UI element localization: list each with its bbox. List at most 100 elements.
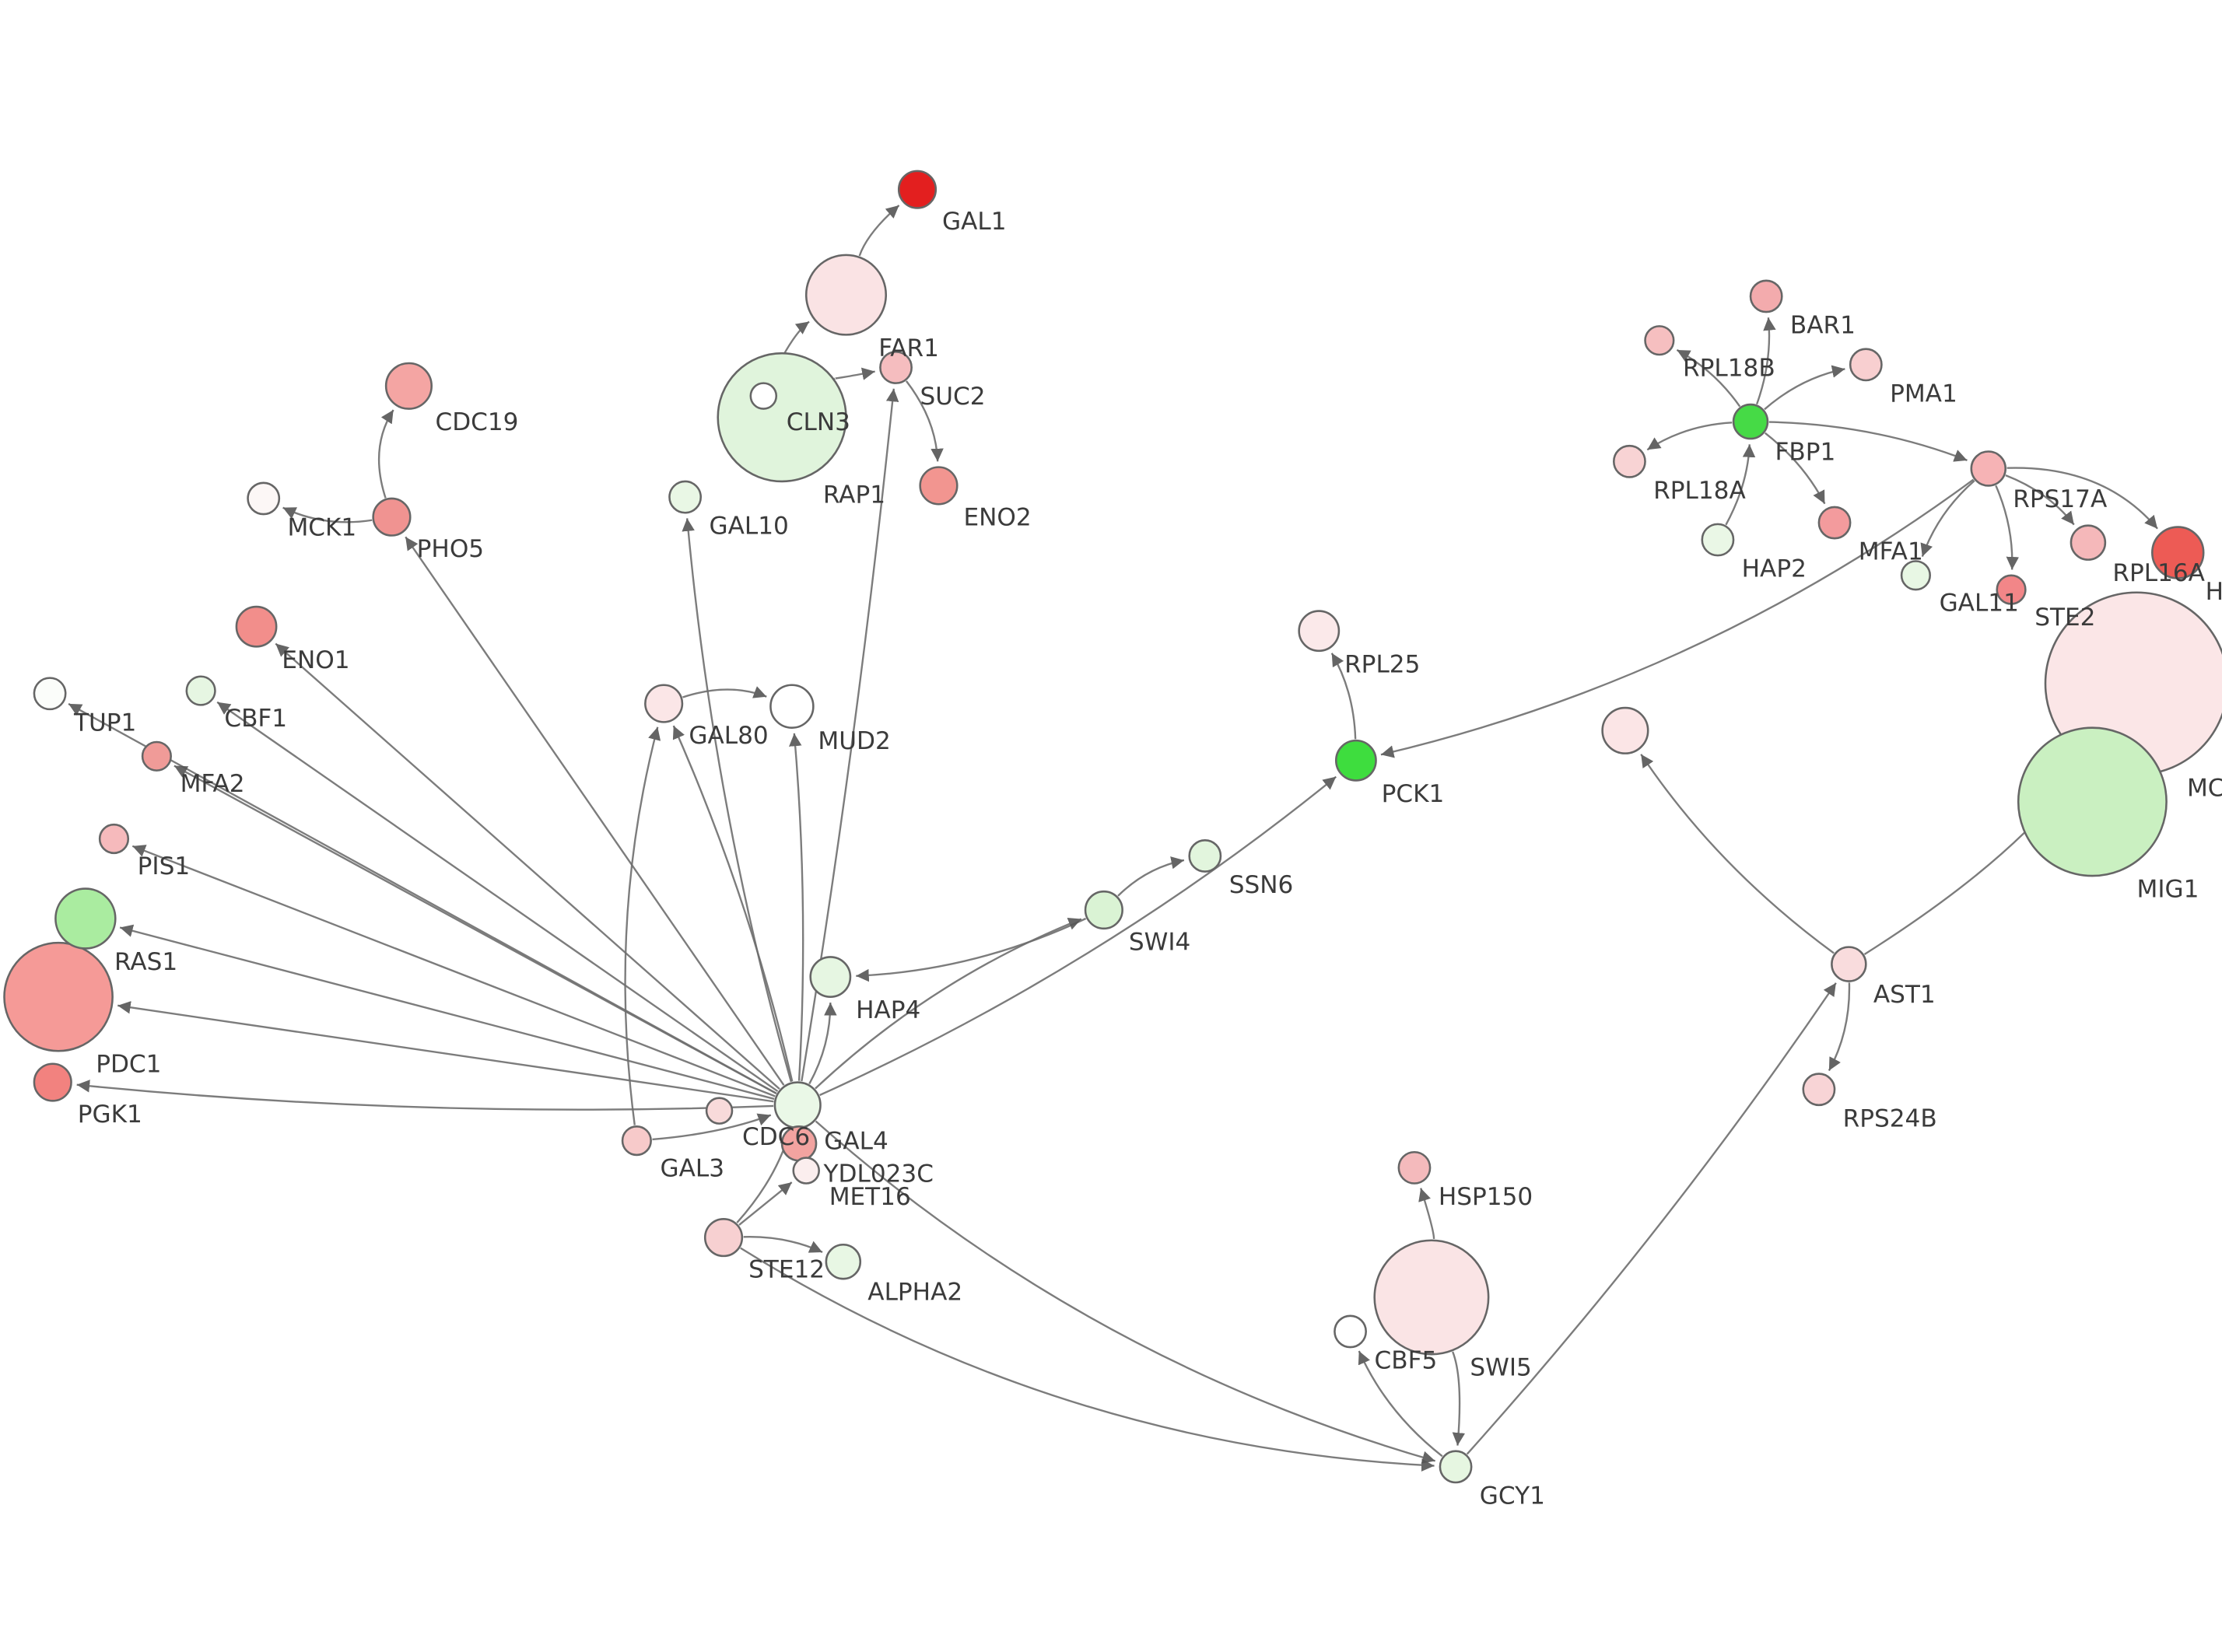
node-RPL16A[interactable] [2070, 524, 2107, 561]
edge-GAL3-GAL80[interactable] [624, 726, 661, 1125]
edge-GAL3-GAL4[interactable] [652, 1113, 772, 1141]
node-MUD2[interactable] [769, 684, 815, 729]
edge-PHO5-MCK1[interactable] [282, 506, 373, 523]
node-RAS1[interactable] [54, 887, 117, 950]
node-BAR1[interactable] [1749, 279, 1783, 313]
node-HAP2[interactable] [1701, 523, 1735, 557]
edge-GAL4-RAS1[interactable] [119, 924, 775, 1101]
node-RAP1[interactable] [717, 352, 847, 483]
edge-GAL4-PHO5[interactable] [405, 536, 785, 1086]
edge-GAL4-GAL80[interactable] [672, 725, 794, 1082]
node-CDC6[interactable] [705, 1097, 734, 1125]
edge-GAL4-HAP4[interactable] [808, 1003, 837, 1085]
node-unlabeled[interactable] [1601, 706, 1649, 754]
edge-FAR1-GAL1[interactable] [858, 205, 900, 257]
node-GAL4[interactable] [773, 1081, 822, 1129]
edge-RPS17A-GAL11[interactable] [1920, 480, 1975, 558]
node-SWI4[interactable] [1084, 890, 1123, 930]
node-MIG1[interactable] [2017, 726, 2168, 877]
node-SUC2[interactable] [879, 351, 913, 384]
edge-STE12-MET16[interactable] [738, 1181, 793, 1226]
node-ENO1[interactable] [235, 605, 278, 648]
node-CBF5[interactable] [1334, 1314, 1367, 1349]
edge-GCY1-CBF5[interactable] [1358, 1350, 1443, 1458]
edge-PCK1-RPL25[interactable] [1330, 653, 1357, 740]
edge-RPS17A-HIS4[interactable] [2006, 467, 2158, 530]
node-FAR1[interactable] [804, 254, 888, 336]
edge-HAP2-FBP1[interactable] [1725, 444, 1756, 526]
edge-GAL4-GCY1[interactable] [815, 1120, 1436, 1464]
edge-SWI5-HSP150[interactable] [1418, 1188, 1435, 1239]
node-GAL1[interactable] [897, 170, 938, 209]
node-CLN3[interactable] [749, 382, 778, 410]
edge-GAL80-MUD2[interactable] [682, 686, 767, 698]
node-MFA1[interactable] [1817, 506, 1852, 540]
edge-SWI4-SSN6[interactable] [1117, 856, 1185, 897]
edge-STE12-ALPHA2[interactable] [743, 1236, 823, 1254]
edge-GAL4-PDC1[interactable] [117, 1001, 774, 1103]
node-GAL80[interactable] [644, 684, 684, 723]
node-RPL18B[interactable] [1644, 325, 1675, 356]
node-HIS4[interactable] [2151, 526, 2205, 579]
edge-GAL4-PGK1[interactable] [76, 1080, 774, 1111]
edge-GAL4-MUD2[interactable] [789, 733, 804, 1081]
edge-GAL4-PIS1[interactable] [131, 845, 776, 1097]
edge-RPS17A-STE2[interactable] [1995, 485, 2020, 570]
node-PGK1[interactable] [33, 1062, 72, 1102]
edge-GAL4-SWI4[interactable] [815, 918, 1082, 1090]
node-PDC1[interactable] [3, 941, 114, 1052]
edge-GCY1-AST1[interactable] [1466, 982, 1837, 1455]
edge-RPS17A-RPL16A[interactable] [2005, 474, 2075, 526]
node-PHO5[interactable] [372, 497, 412, 537]
edge-GAL4-CBF1[interactable] [216, 701, 779, 1093]
node-RPL18A[interactable] [1612, 444, 1646, 478]
node-RPS24B[interactable] [1802, 1073, 1836, 1107]
edge-RAP1-SUC2[interactable] [833, 367, 875, 380]
node-CDC19[interactable] [384, 362, 433, 410]
edge-FBP1-MFA1[interactable] [1764, 432, 1826, 505]
node-ENO2[interactable] [919, 466, 959, 506]
node-HAP4[interactable] [809, 956, 852, 998]
edge-FBP1-RPS17A[interactable] [1768, 421, 1968, 462]
edge-GAL4-ENO1[interactable] [275, 642, 780, 1090]
edge-FBP1-RPL18B[interactable] [1676, 348, 1741, 408]
edge-STE12-GCY1[interactable] [740, 1247, 1435, 1472]
node-SSN6[interactable] [1188, 839, 1222, 873]
node-MET16[interactable] [792, 1157, 820, 1185]
node-GCY1[interactable] [1439, 1450, 1473, 1484]
edge-SWI4-HAP4[interactable] [856, 917, 1087, 982]
node-AST1[interactable] [1831, 946, 1867, 982]
edge-RPS17A-PCK1[interactable] [1380, 478, 1975, 758]
node-STE12[interactable] [703, 1218, 744, 1258]
node-GAL11[interactable] [1900, 560, 1931, 591]
node-MCK1[interactable] [247, 481, 281, 516]
edge-AST1-UNK1[interactable] [1640, 754, 1835, 954]
node-STE2[interactable] [1996, 574, 2027, 605]
node-TUP1[interactable] [33, 677, 67, 711]
node-CBF1[interactable] [185, 675, 216, 706]
node-MFA2[interactable] [141, 740, 172, 772]
edge-FBP1-PMA1[interactable] [1764, 365, 1845, 411]
edge-GAL4-MFA2[interactable] [173, 765, 777, 1095]
node-ALPHA2[interactable] [825, 1243, 862, 1280]
edge-SUC2-ENO2[interactable] [905, 380, 944, 462]
edge-SWI5-GCY1[interactable] [1452, 1351, 1466, 1446]
edge-FBP1-RPL18A[interactable] [1646, 422, 1733, 451]
node-PMA1[interactable] [1849, 348, 1883, 382]
edge-PHO5-CDC19[interactable] [377, 409, 394, 499]
node-SWI5[interactable] [1373, 1239, 1490, 1356]
edge-GAL4-PCK1[interactable] [819, 775, 1337, 1097]
edge-FBP1-BAR1[interactable] [1755, 317, 1776, 405]
node-label-SSN6: SSN6 [1229, 871, 1294, 899]
edge-AST1-RPS24B[interactable] [1828, 982, 1851, 1072]
node-RPL25[interactable] [1298, 610, 1341, 653]
edge-GAL4-GAL10[interactable] [682, 518, 792, 1083]
node-FBP1[interactable] [1732, 403, 1769, 440]
node-PCK1[interactable] [1334, 739, 1377, 782]
node-HSP150[interactable] [1397, 1150, 1432, 1185]
node-RPS17A[interactable] [1970, 450, 2007, 487]
node-PIS1[interactable] [98, 823, 130, 855]
node-GAL3[interactable] [621, 1125, 652, 1157]
node-GAL10[interactable] [668, 480, 703, 514]
